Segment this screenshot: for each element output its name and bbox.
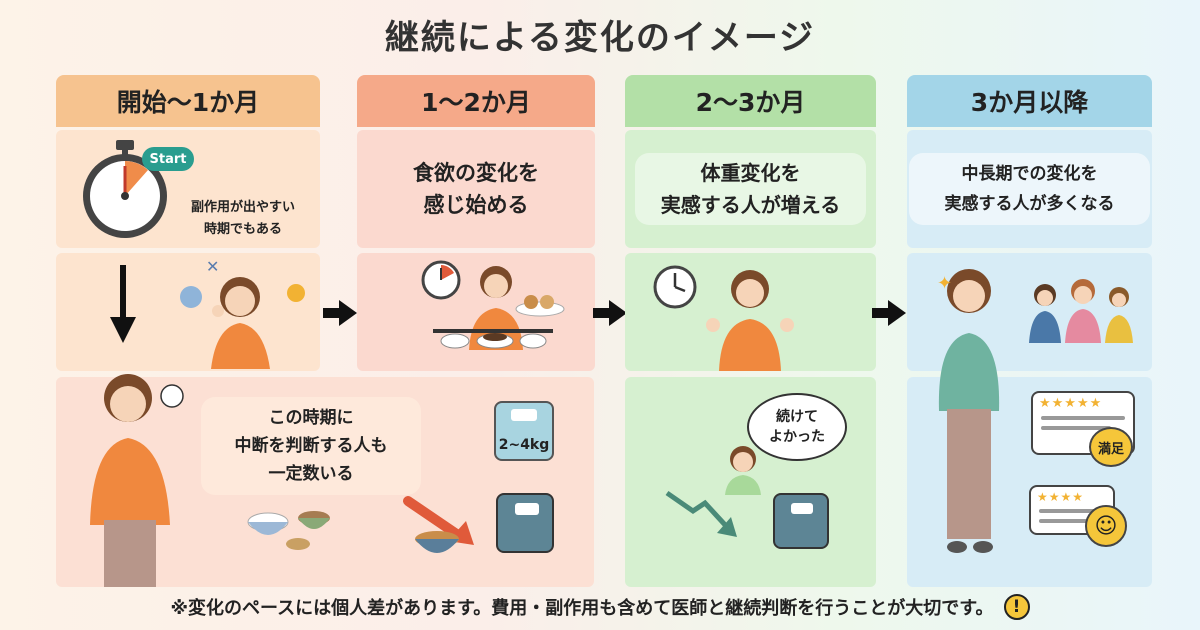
food-bowls-illustration: [247, 511, 330, 550]
meal-tray-illustration: [433, 329, 553, 349]
speech-line-2: よかった: [769, 429, 825, 445]
stage-3-message-line-1: 体重変化を: [700, 161, 801, 185]
stage-4-message-line-2: 実感する人が多くなる: [944, 194, 1115, 214]
speech-line-1: 続けて: [776, 409, 818, 425]
arrow-down-icon: [110, 265, 136, 343]
sad-woman-illustration: [90, 374, 184, 587]
smiley-icon: ☺: [1085, 505, 1127, 547]
speech-bubble: 続けて よかった: [747, 393, 847, 461]
start-badge: Start: [142, 147, 194, 171]
dropout-line-1: この時期に: [268, 408, 354, 428]
scale-dial-icon: [511, 409, 537, 421]
sparkle-icon: ✦: [937, 273, 953, 294]
warning-icon: !: [1003, 594, 1030, 620]
arrow-right-icon: [323, 300, 357, 326]
scale-weight-label: 2~4kg: [498, 437, 550, 453]
stage-3-panel-top: [625, 130, 876, 248]
arrow-right-icon: [593, 300, 627, 326]
meal-bowl-illustration: [415, 531, 459, 553]
worried-woman-illustration: [180, 277, 305, 369]
scale-icon: [773, 493, 829, 549]
stage-4-message-line-1: 中長期での変化を: [961, 164, 1098, 184]
page-title: 継続による変化のイメージ: [384, 18, 816, 58]
stage-header-2: 1〜2か月: [357, 75, 595, 127]
stage-2-message: 食欲の変化を 感じ始める: [369, 153, 583, 225]
stage-2-message-line-1: 食欲の変化を: [413, 161, 539, 185]
stage-3-message-line-2: 実感する人が増える: [660, 193, 841, 217]
sweets-plate-icon: [515, 295, 565, 317]
confident-woman-illustration: [938, 269, 1000, 553]
stopwatch-icon: [83, 140, 167, 238]
dropout-line-3: 一定数いる: [268, 464, 354, 484]
stage-header-1: 開始〜1か月: [56, 75, 320, 127]
scale-label-box: 2~4kg: [494, 401, 554, 461]
trend-down-green-icon: [665, 490, 737, 537]
stage-header-3: 2〜3か月: [625, 75, 876, 127]
clock-icon: [421, 260, 461, 300]
five-stars-icon: ★★★★★: [1039, 396, 1103, 411]
side-effect-note: 副作用が出やすい 時期でもある: [168, 197, 318, 241]
satisfaction-badge: 満足: [1089, 427, 1133, 467]
clock-icon: [653, 265, 697, 309]
footer-note: ※変化のペースには個人差があります。費用・副作用も含めて医師と継続判断を行うこと…: [0, 594, 1200, 620]
stage-2-panel-top: [357, 130, 595, 248]
footer-text: ※変化のペースには個人差があります。費用・副作用も含めて医師と継続判断を行うこと…: [170, 598, 994, 619]
stage-1-panel-middle: [56, 253, 320, 371]
group-of-people-illustration: [1029, 279, 1133, 343]
four-stars-icon: ★★★★: [1037, 490, 1085, 504]
arrow-right-icon: [872, 300, 906, 326]
stage-column-3: 2〜3か月 体重変化を 実感する人が増える 続けて よかった: [625, 75, 876, 587]
side-effect-line-2: 時期でもある: [203, 222, 282, 237]
stage-header-4: 3か月以降: [907, 75, 1152, 127]
stage-column-1: 開始〜1か月 Start 副作用が出やすい 時期でもある ✕: [56, 75, 594, 587]
stage-column-2: 1〜2か月 食欲の変化を 感じ始める: [357, 75, 595, 587]
stage-4-message: 中長期での変化を 実感する人が多くなる: [909, 153, 1150, 225]
dropout-note-bubble: この時期に 中断を判断する人も 一定数いる: [201, 397, 421, 495]
dropout-line-2: 中断を判断する人も: [234, 436, 388, 456]
x-mark-icon: ✕: [206, 257, 220, 276]
stage-2-message-line-2: 感じ始める: [423, 193, 529, 217]
stage-column-4: 3か月以降 中長期での変化を 実感する人が多くなる ✦ ★★★★★ 満足 ★★★…: [907, 75, 1152, 587]
side-effect-line-1: 副作用が出やすい: [190, 200, 295, 215]
stage-3-message: 体重変化を 実感する人が増える: [635, 153, 866, 225]
happy-woman-illustration: [706, 270, 794, 371]
smiling-woman-illustration: [725, 446, 761, 495]
scale-icon: [496, 493, 554, 553]
